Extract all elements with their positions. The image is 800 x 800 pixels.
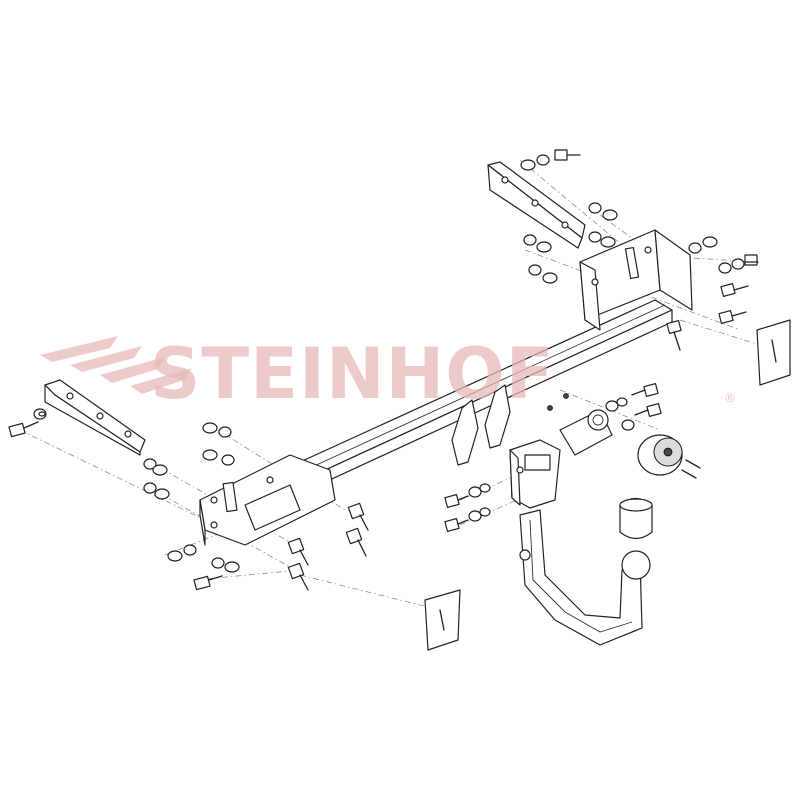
bolts-centre-group bbox=[444, 393, 569, 532]
tow-ball-cap bbox=[619, 497, 653, 580]
bolts-left-group bbox=[8, 408, 369, 591]
bolt-icon bbox=[634, 403, 662, 417]
registered-mark: ® bbox=[724, 391, 736, 405]
bolts-right-group bbox=[520, 149, 759, 431]
left-side-plate bbox=[44, 379, 146, 456]
right-top-plate bbox=[487, 161, 586, 249]
right-mounting-bracket bbox=[579, 229, 693, 331]
instruction-card-left bbox=[424, 589, 461, 651]
bolt-icon bbox=[8, 421, 39, 438]
watermark-brand-text: STEINHOF bbox=[150, 333, 555, 415]
bolt-icon bbox=[718, 310, 747, 324]
electric-socket bbox=[637, 434, 701, 479]
bolt-icon bbox=[631, 383, 659, 397]
bolt-icon bbox=[554, 149, 581, 161]
steinhof-logo-swoosh bbox=[40, 336, 192, 394]
bolt-icon bbox=[444, 494, 469, 508]
bolt-icon bbox=[287, 537, 309, 566]
hitch-receiver bbox=[509, 439, 561, 509]
instruction-card-right bbox=[756, 319, 791, 386]
bolt-icon bbox=[345, 527, 367, 557]
steinhof-watermark: STEINHOF ® bbox=[40, 333, 736, 415]
socket-plate-bracket bbox=[559, 409, 613, 456]
bolt-icon bbox=[193, 575, 223, 591]
bolt-icon bbox=[347, 502, 369, 531]
bolt-icon bbox=[744, 254, 759, 266]
left-mounting-bracket bbox=[199, 454, 336, 546]
bolt-icon bbox=[720, 283, 749, 297]
bolt-icon bbox=[444, 518, 469, 532]
bolt-icon bbox=[287, 562, 309, 591]
bolt-icon bbox=[666, 320, 682, 351]
